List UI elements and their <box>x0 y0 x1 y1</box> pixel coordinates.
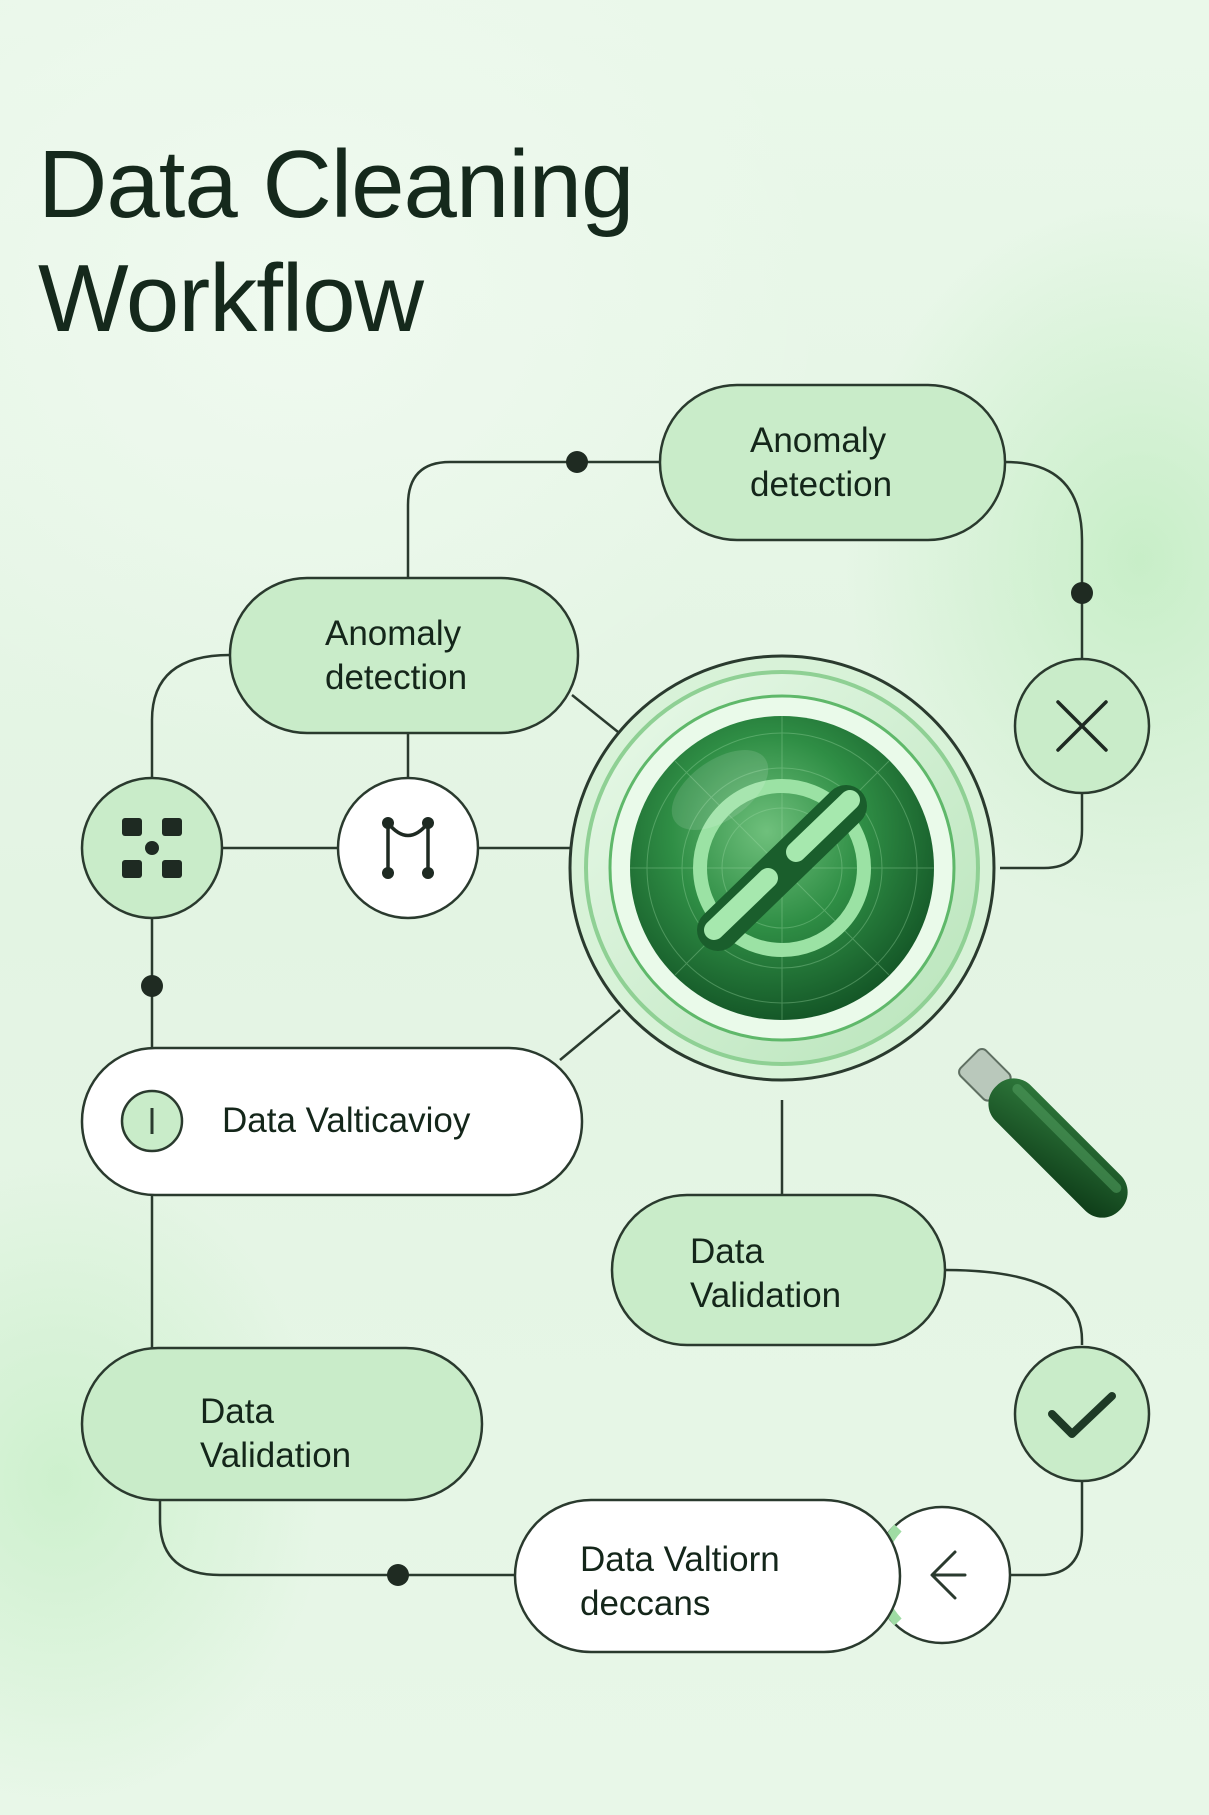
node-label-validation-left: Data Validation <box>200 1392 352 1475</box>
node-label-validation-right: Data Validation <box>690 1232 842 1315</box>
grid-icon[interactable] <box>80 776 224 920</box>
check-icon[interactable] <box>1013 1345 1151 1483</box>
merge-icon[interactable] <box>336 776 480 920</box>
title-line-2: Workflow <box>38 245 424 352</box>
junction-dot <box>141 975 163 997</box>
info-icon <box>120 1089 184 1153</box>
close-icon[interactable] <box>1013 657 1151 795</box>
node-label-validation-pill: Data Valticavioy <box>222 1101 471 1140</box>
pill-valtiorn[interactable] <box>513 1498 902 1654</box>
pill-validation-right[interactable] <box>610 1193 947 1347</box>
pill-anomaly-mid[interactable] <box>228 576 580 735</box>
title-line-1: Data Cleaning <box>38 131 634 238</box>
page-title: Data Cleaning Workflow <box>38 128 634 356</box>
node-label-anomaly-mid: Anomaly detection <box>325 614 468 697</box>
node-label-valtiorn: Data Valtiorn deccans <box>580 1540 780 1623</box>
pill-validation[interactable] <box>80 1046 584 1197</box>
junction-dots <box>141 451 1093 1586</box>
pill-anomaly-top[interactable] <box>658 383 1007 542</box>
magnifying-glass-icon <box>568 654 1128 1218</box>
junction-dot <box>1071 582 1093 604</box>
node-label-anomaly-top: Anomaly detection <box>750 421 893 504</box>
pill-validation-left[interactable] <box>80 1346 484 1502</box>
junction-dot <box>566 451 588 473</box>
junction-dot <box>387 1564 409 1586</box>
